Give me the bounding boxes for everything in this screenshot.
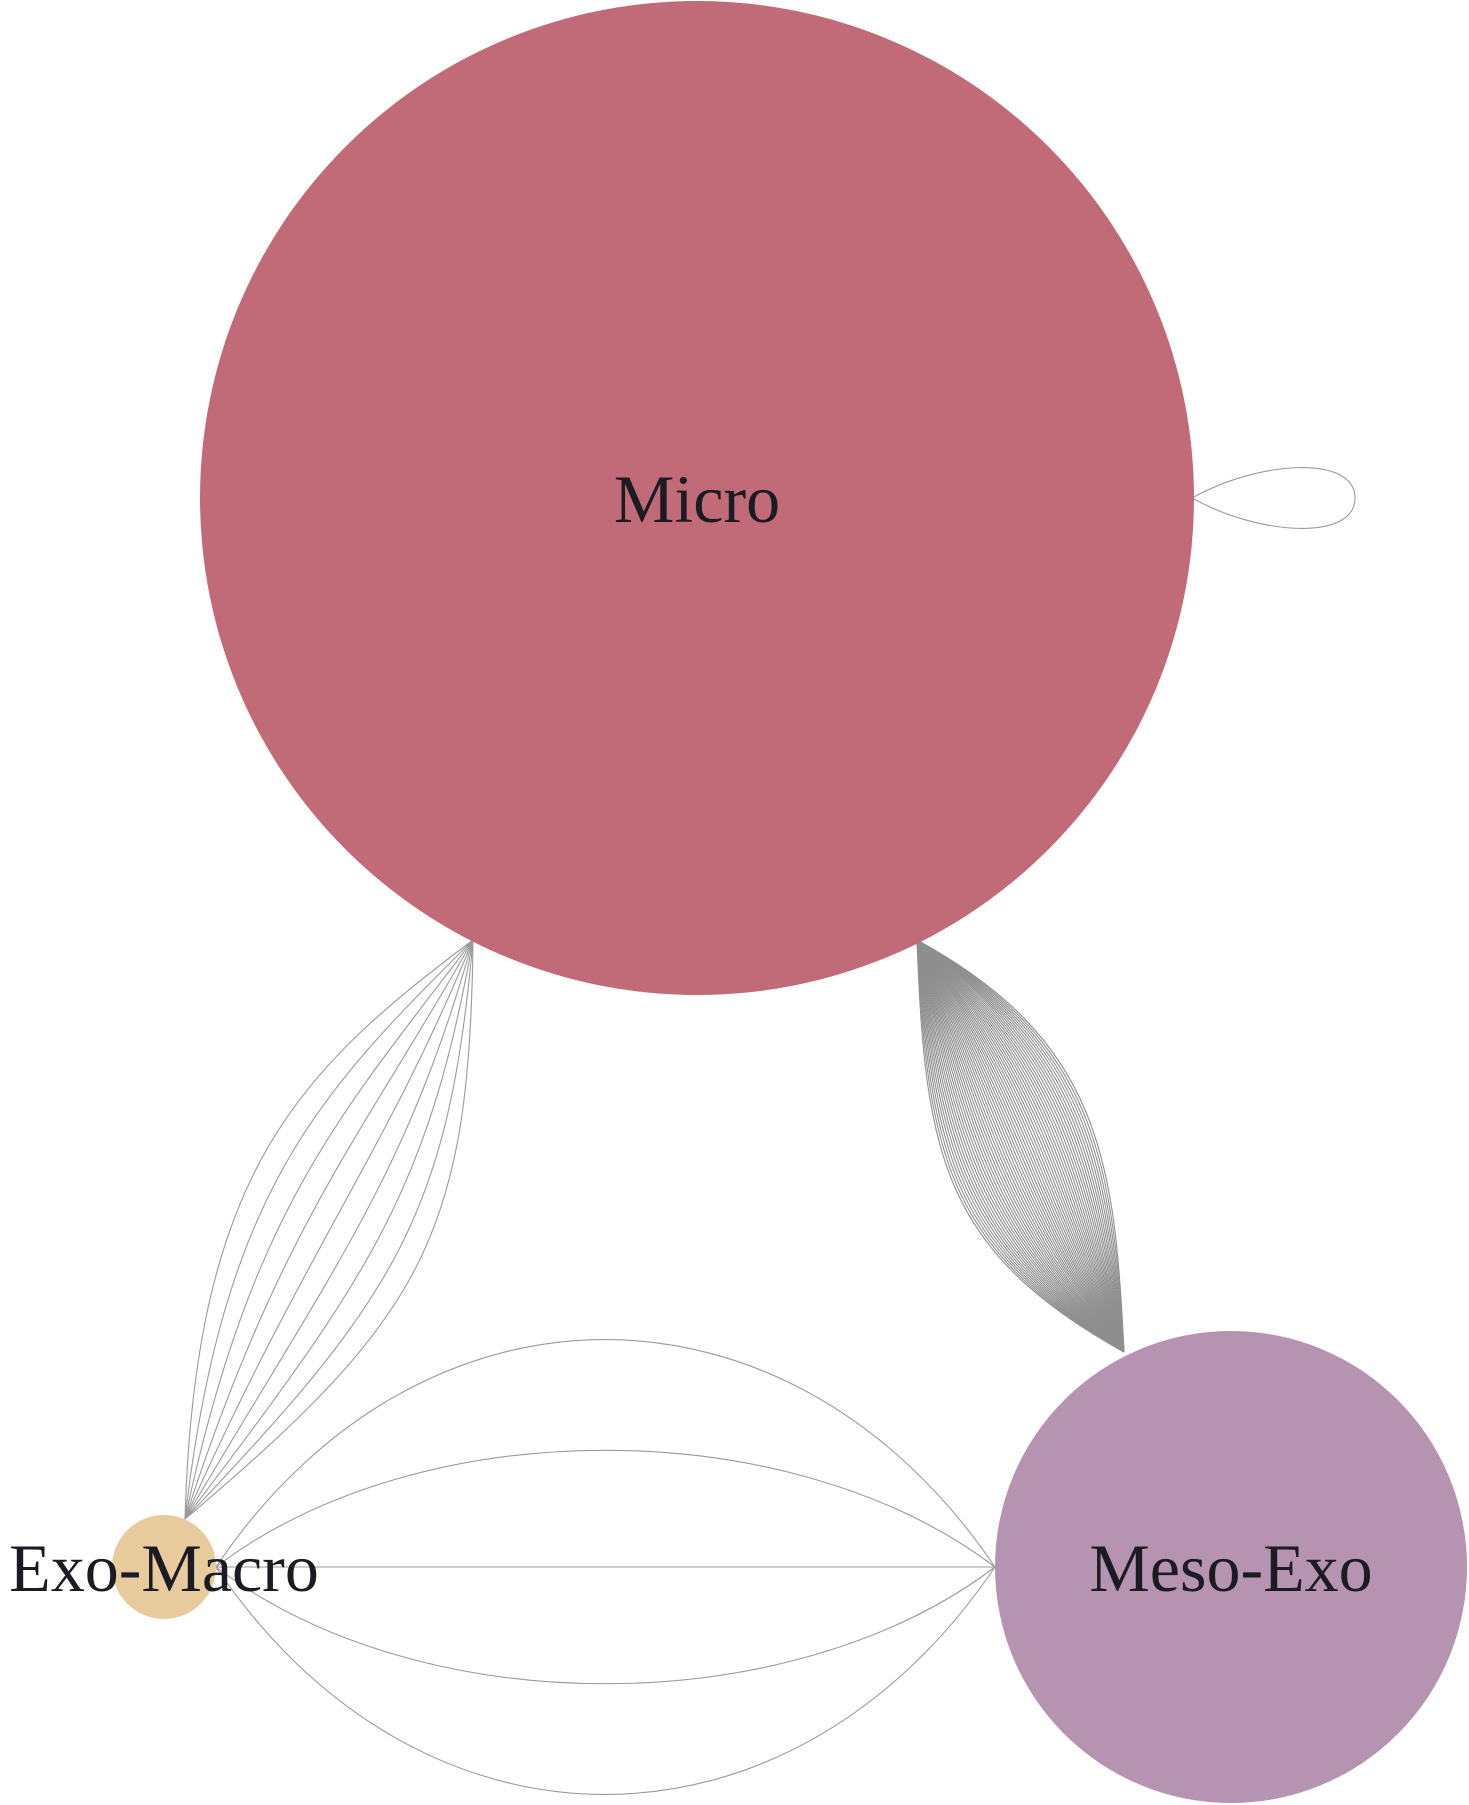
- micro-meso-exo-edge: [916, 939, 1125, 1353]
- micro-meso-exo-edge: [916, 939, 1125, 1353]
- micro-node[interactable]: [200, 1, 1194, 995]
- micro-meso-exo-edge: [916, 939, 1125, 1353]
- micro-meso-exo-edge: [916, 939, 1125, 1353]
- micro-meso-exo-edge: [916, 939, 1125, 1353]
- micro-meso-exo-edge: [916, 939, 1125, 1353]
- micro-meso-exo-edge: [916, 939, 1125, 1353]
- micro-meso-exo-edge: [916, 939, 1125, 1353]
- exo-macro-meso-exo-edge: [215, 1566, 996, 1795]
- micro-meso-exo-edge-bundle: [916, 939, 1125, 1353]
- micro-meso-exo-edge: [916, 939, 1125, 1353]
- micro-meso-exo-edge: [916, 939, 1125, 1353]
- micro-meso-exo-edge: [916, 939, 1125, 1353]
- micro-meso-exo-edge: [916, 939, 1125, 1353]
- exo-macro-meso-exo-edge: [215, 1449, 996, 1568]
- micro-meso-exo-edge: [916, 939, 1125, 1353]
- micro-meso-exo-edge: [916, 939, 1125, 1353]
- micro-meso-exo-edge: [916, 939, 1125, 1353]
- micro-exo-macro-edge: [184, 939, 474, 1520]
- meso-exo-node[interactable]: [995, 1331, 1467, 1803]
- nodes-layer: [112, 1, 1467, 1803]
- micro-meso-exo-edge: [916, 939, 1125, 1353]
- exo-macro-meso-exo-edge: [215, 1339, 996, 1568]
- micro-meso-exo-edge: [916, 939, 1125, 1353]
- micro-meso-exo-edge: [916, 939, 1125, 1353]
- micro-meso-exo-edge: [916, 939, 1125, 1353]
- micro-meso-exo-edge: [916, 939, 1125, 1353]
- exo-macro-node[interactable]: [112, 1515, 216, 1619]
- exo-macro-meso-exo-edge: [215, 1566, 996, 1685]
- micro-meso-exo-edge: [916, 939, 1125, 1353]
- micro-meso-exo-edge: [916, 939, 1125, 1353]
- micro-meso-exo-edge: [916, 939, 1125, 1353]
- micro-meso-exo-edge: [916, 939, 1125, 1353]
- micro-meso-exo-edge: [916, 939, 1125, 1353]
- micro-meso-exo-edge: [916, 939, 1125, 1353]
- micro-exo-macro-edge-bundle: [184, 939, 474, 1520]
- micro-meso-exo-edge: [916, 939, 1125, 1353]
- micro-meso-exo-edge: [916, 939, 1125, 1353]
- micro-meso-exo-edge: [916, 939, 1125, 1353]
- micro-exo-macro-edge: [184, 939, 474, 1520]
- micro-meso-exo-edge: [916, 939, 1125, 1353]
- micro-meso-exo-edge: [916, 939, 1125, 1353]
- micro-meso-exo-edge: [916, 939, 1125, 1353]
- micro-meso-exo-edge: [916, 939, 1125, 1353]
- micro-meso-exo-edge: [916, 939, 1125, 1353]
- meso-exo-node-label: Meso-Exo: [1089, 1530, 1372, 1606]
- micro-meso-exo-edge: [916, 939, 1125, 1353]
- exo-macro-meso-exo-edge-bundle: [215, 1339, 996, 1795]
- micro-meso-exo-edge: [916, 939, 1125, 1353]
- edges-layer: [184, 467, 1356, 1795]
- micro-meso-exo-edge: [916, 939, 1125, 1353]
- micro-exo-macro-edge: [184, 939, 474, 1520]
- micro-meso-exo-edge: [916, 939, 1125, 1353]
- micro-exo-macro-edge: [184, 939, 474, 1520]
- labels-layer: Micro Meso-Exo Exo-Macro: [9, 461, 1372, 1606]
- micro-meso-exo-edge: [916, 939, 1125, 1353]
- micro-exo-macro-edge: [184, 939, 474, 1520]
- micro-meso-exo-edge: [916, 939, 1125, 1353]
- micro-meso-exo-edge: [916, 939, 1125, 1353]
- micro-meso-exo-edge: [916, 939, 1125, 1353]
- exo-macro-node-label: Exo-Macro: [9, 1530, 319, 1606]
- micro-meso-exo-edge: [916, 939, 1125, 1353]
- micro-meso-exo-edge: [916, 939, 1125, 1353]
- micro-exo-macro-edge: [184, 939, 474, 1520]
- micro-meso-exo-edge: [916, 939, 1125, 1353]
- micro-exo-macro-edge: [184, 939, 474, 1520]
- micro-meso-exo-edge: [916, 939, 1125, 1353]
- micro-meso-exo-edge: [916, 939, 1125, 1353]
- micro-meso-exo-edge: [916, 939, 1125, 1353]
- micro-meso-exo-edge: [916, 939, 1125, 1353]
- micro-meso-exo-edge: [916, 939, 1125, 1353]
- micro-meso-exo-edge: [916, 939, 1125, 1353]
- micro-meso-exo-edge: [916, 939, 1125, 1353]
- micro-meso-exo-edge: [916, 939, 1125, 1353]
- micro-meso-exo-edge: [916, 939, 1125, 1353]
- micro-meso-exo-edge: [916, 939, 1125, 1353]
- micro-meso-exo-edge: [916, 939, 1125, 1353]
- micro-self-loop-edge: [1191, 467, 1356, 529]
- micro-meso-exo-edge: [916, 939, 1125, 1353]
- micro-node-label: Micro: [614, 461, 780, 537]
- micro-meso-exo-edge: [916, 939, 1125, 1353]
- micro-exo-macro-edge: [184, 939, 474, 1520]
- micro-meso-exo-edge: [916, 939, 1125, 1353]
- micro-meso-exo-edge: [916, 939, 1125, 1353]
- micro-exo-macro-edge: [184, 939, 474, 1520]
